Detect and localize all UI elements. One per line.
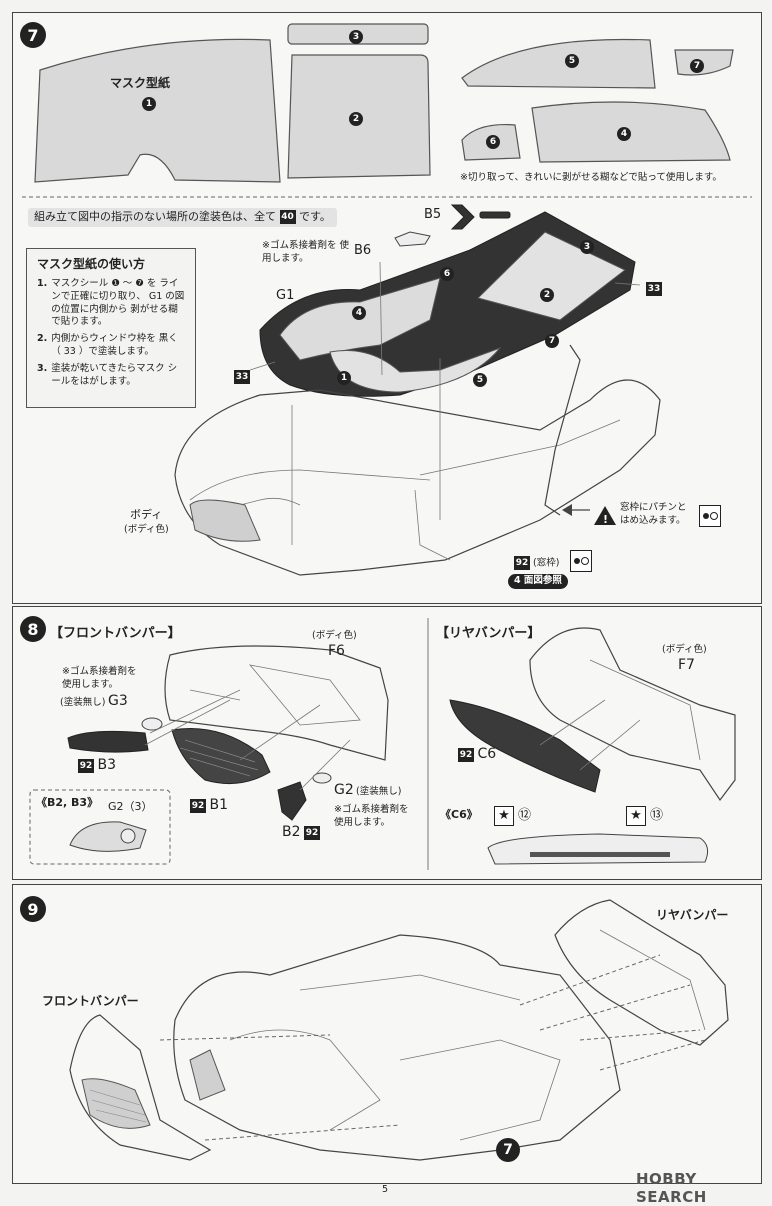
f7-label: F7 — [678, 657, 695, 673]
g2-part — [312, 772, 332, 784]
watermark: HOBBY SEARCH — [636, 1170, 707, 1206]
b6-note: ※ゴム系接着剤を 使用します。 — [262, 240, 349, 264]
b2-part — [277, 781, 307, 821]
mask-4-shape — [531, 101, 731, 163]
g1-mask-2: 2 — [540, 284, 554, 303]
g1-mask-3: 3 — [580, 236, 594, 255]
mask-title: マスク型紙 — [110, 76, 171, 90]
g1-mask-6: 6 — [440, 263, 454, 282]
b5-label: B5 — [424, 207, 442, 222]
paint-note: 組み立て図中の指示のない場所の塗装色は、全て 40 です。 — [28, 208, 337, 227]
step8-number: 8 — [20, 616, 46, 642]
b6-part — [394, 231, 431, 247]
ref-note: 4 面図参照 — [508, 574, 568, 589]
g2-note: ※ゴム系接着剤を 使用します。 — [334, 804, 409, 828]
inset-b2-b3-title: 《B2, B3》 — [36, 796, 99, 809]
mask-label-5: 5 — [565, 50, 579, 69]
g3-note: ※ゴム系接着剤を 使用します。 — [62, 666, 137, 690]
step9-ref-step: 7 — [496, 1138, 520, 1162]
g1-glass-rear — [329, 346, 502, 393]
snap-fit-icon — [699, 505, 721, 527]
g3-label: G3 — [108, 693, 128, 709]
b2-label-row: B2 92 — [282, 824, 321, 840]
step9-panel — [12, 884, 762, 1184]
step7-number: 7 — [20, 22, 46, 48]
mask-label-2: 2 — [349, 108, 363, 127]
c6-part — [449, 699, 601, 793]
mask-5-shape — [461, 38, 656, 89]
f7-sub: (ボディ色) — [662, 644, 707, 655]
step9-rear-label: リヤバンパー — [656, 908, 729, 922]
g1-glass-windshield — [477, 231, 626, 321]
front-bumper-title: 【フロントバンパー】 — [50, 626, 181, 641]
mask-label-4: 4 — [617, 123, 631, 142]
g3-sub: (塗装無し) — [60, 697, 106, 708]
window-note: 窓枠にパチンと はめ込みます。 — [620, 502, 687, 526]
callout-33-right: 33 — [646, 281, 662, 296]
b3-part — [67, 730, 149, 753]
g1-mask-4: 4 — [352, 302, 366, 321]
mask-label-7: 7 — [690, 55, 704, 74]
g2-sub: (塗装無し) — [356, 786, 402, 797]
f7-part — [529, 627, 736, 802]
step9-front-bumper — [69, 1014, 212, 1161]
warning-icon — [594, 506, 616, 525]
b5-part — [450, 204, 475, 230]
howto-title: マスク型紙の使い方 — [37, 257, 146, 271]
g3-part — [141, 717, 163, 731]
howto-step-2: 2.内側からウィンドウ枠を 黒く（ 33 ）で塗装します。 — [37, 333, 178, 358]
cut-note: ※切り取って、きれいに剥がせる糊などで貼って使用します。 — [460, 172, 722, 183]
step9-front-grille — [81, 1078, 151, 1129]
inset-b2-b3-box — [29, 789, 171, 865]
g1-mask-7: 7 — [545, 330, 559, 349]
f6-part — [164, 645, 389, 761]
howto-step-3: 3.塗装が乾いてきたらマスク シールをはがします。 — [37, 362, 178, 387]
c6-inset-title: 《C6》 — [440, 808, 478, 821]
g1-mask-1: 1 — [337, 367, 351, 386]
step9-rear-bumper — [554, 899, 729, 1046]
g1-mask-5: 5 — [473, 369, 487, 388]
howto-box: マスク型紙の使い方 1.マスクシール ❶ ～ ❼ を ラインで正確に切り取り、 … — [26, 248, 196, 408]
mask-label-3: 3 — [349, 26, 363, 45]
frame-color-row: 92 (窓枠) — [514, 556, 560, 570]
b3-label-row: 92 B3 — [78, 757, 117, 773]
body-label: ボディ — [130, 508, 163, 521]
g2-label: G2 — [334, 782, 354, 798]
step9-front-label: フロントバンパー — [42, 994, 139, 1008]
page-number: 5 — [382, 1184, 389, 1195]
decal-12-icon: ★ — [494, 806, 514, 826]
decal-12-label: ⑫ — [518, 808, 532, 823]
body-sub: (ボディ色) — [124, 524, 169, 535]
mask-1-shape — [34, 38, 281, 183]
callout-33-left: 33 — [234, 369, 250, 384]
howto-step-1: 1.マスクシール ❶ ～ ❼ を ラインで正確に切り取り、 G1 の図の位置に内… — [37, 278, 185, 328]
c6-label-row: 92 C6 — [458, 746, 497, 762]
step9-number: 9 — [20, 896, 46, 922]
g1-label: G1 — [276, 288, 295, 303]
frame-snap-icon — [570, 550, 592, 572]
b6-label: B6 — [354, 243, 372, 258]
inset-g2-label: G2（3） — [108, 800, 153, 813]
decal-13-label: ⑬ — [650, 808, 664, 823]
rear-bumper-title: 【リヤバンパー】 — [436, 626, 541, 641]
mask-label-6: 6 — [486, 131, 500, 150]
step9-body — [173, 934, 621, 1161]
b1-label-row: 92 B1 — [190, 797, 229, 813]
decal-13-icon: ★ — [626, 806, 646, 826]
mask-label-1: 1 — [142, 93, 156, 112]
front-grille — [189, 499, 261, 542]
paint-color-chip: 40 — [279, 210, 296, 224]
f6-label: F6 — [328, 643, 345, 659]
f6-sub: (ボディ色) — [312, 630, 357, 641]
b1-part — [171, 727, 271, 785]
mask-7-shape — [674, 49, 734, 76]
